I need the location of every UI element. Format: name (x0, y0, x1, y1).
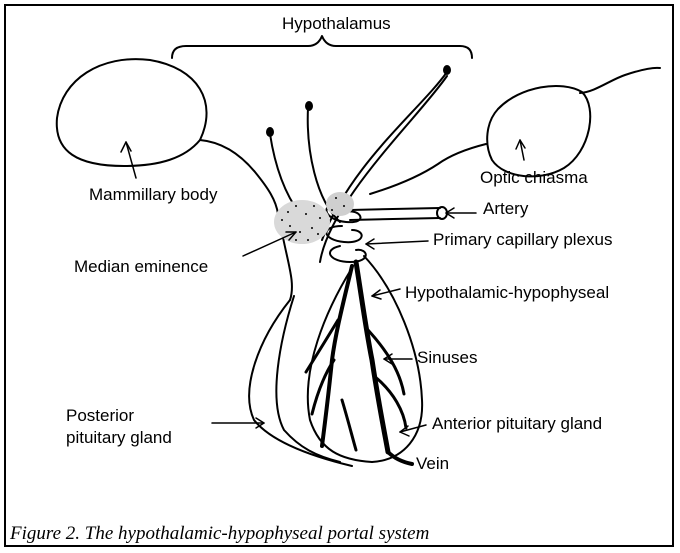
figure-caption: Figure 2. The hypothalamic-hypophyseal p… (10, 523, 429, 545)
hypothalamus-brace (172, 36, 472, 58)
mammillary-body-arrow (126, 142, 136, 178)
artery-vessel (350, 208, 440, 210)
neuron-axon-4 (320, 76, 447, 262)
mammillary-body-outline (57, 59, 207, 166)
label-median-eminence: Median eminence (74, 257, 208, 277)
portal-vessel-main (356, 262, 388, 452)
label-artery: Artery (483, 199, 528, 219)
label-mammillary-body: Mammillary body (89, 185, 217, 205)
label-sinuses: Sinuses (417, 348, 477, 368)
optic-nerve (580, 68, 660, 93)
artery-vessel-lower (350, 218, 440, 220)
capillary-loop-3 (330, 246, 366, 262)
optic-chiasma-outline (487, 86, 590, 176)
label-optic-chiasma: Optic chiasma (480, 168, 588, 188)
label-posterior: Posterior (66, 406, 134, 426)
capillary-plexus-arrow (366, 241, 428, 244)
label-hypothalamus: Hypothalamus (282, 14, 391, 34)
label-pituitary-gland: pituitary gland (66, 428, 172, 448)
label-primary-capillary-plexus: Primary capillary plexus (433, 230, 613, 250)
portal-branch-5 (342, 400, 356, 450)
hypothalamus-floor-right (370, 144, 486, 194)
label-hypothalamic-hypophyseal: Hypothalamic-hypophyseal (405, 283, 609, 303)
label-anterior-pituitary-gland: Anterior pituitary gland (432, 414, 602, 434)
label-vein: Vein (416, 454, 449, 474)
median-eminence-arrow (243, 232, 296, 256)
capillary-loop-2 (326, 226, 361, 242)
